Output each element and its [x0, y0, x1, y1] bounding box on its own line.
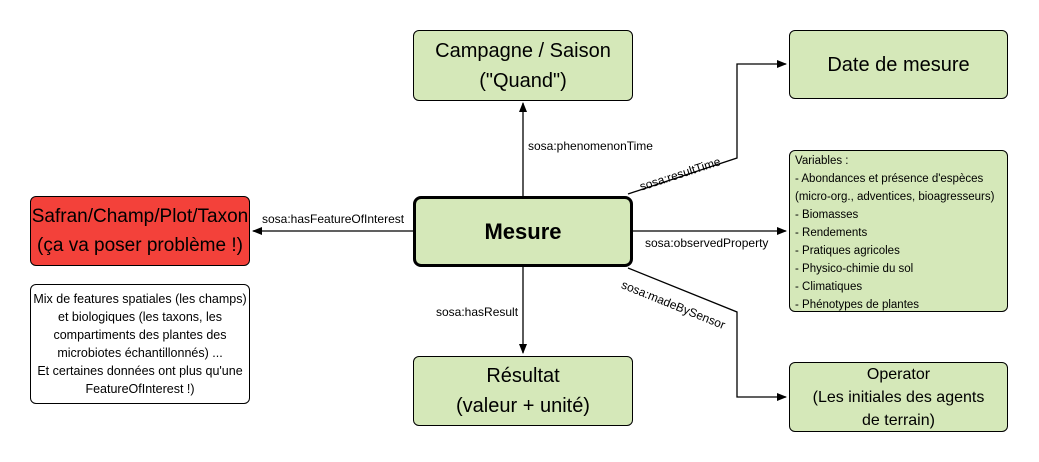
node-date-label: Date de mesure	[827, 53, 970, 76]
node-variables: Variables : - Abondances et présence d'e…	[789, 150, 1008, 312]
edge-result-time	[627, 60, 787, 195]
note-line: et biologiques (les taxons, les	[58, 310, 222, 324]
node-operator-line-1: Operator	[866, 365, 931, 383]
node-safran-line-2: (ça va poser problème !)	[37, 235, 243, 256]
note-line: FeatureOfInterest !)	[85, 382, 195, 396]
edge-label-phenomenon-time: sosa:phenomenonTime	[528, 139, 653, 153]
node-operator-line-2: (Les initiales des agents	[812, 388, 985, 406]
note-line: Mix de features spatiales (les champs)	[33, 292, 247, 306]
node-resultat-line-2: (valeur + unité)	[456, 395, 590, 417]
note-line: compartiments des plantes des	[53, 328, 227, 342]
variables-item: - Climatiques	[795, 281, 863, 293]
variables-item: - Physico-chimie du sol	[795, 263, 914, 275]
edge-made-by-sensor	[627, 267, 787, 401]
node-safran-champ-plot-taxon: Safran/Champ/Plot/Taxon (ça va poser pro…	[30, 196, 250, 266]
edge-label-has-feature-of-interest: sosa:hasFeatureOfInterest	[262, 212, 405, 226]
node-resultat-line-1: Résultat	[486, 365, 560, 387]
variables-item: - Phénotypes de plantes	[795, 299, 920, 311]
variables-item: - Biomasses	[795, 209, 859, 221]
node-resultat: Résultat (valeur + unité)	[413, 356, 633, 426]
node-campagne-saison: Campagne / Saison ("Quand")	[413, 30, 633, 101]
node-date-de-mesure: Date de mesure	[789, 30, 1008, 99]
note-line: microbiotes échantillonnés) ...	[57, 346, 223, 360]
variables-title: Variables :	[795, 155, 849, 167]
node-mesure-label: Mesure	[484, 218, 562, 244]
variables-item: - Pratiques agricoles	[795, 245, 900, 257]
node-mesure: Mesure	[413, 196, 633, 267]
variables-item: - Rendements	[795, 227, 868, 239]
node-operator-line-3: de terrain)	[862, 411, 935, 429]
edge-label-has-result: sosa:hasResult	[436, 305, 519, 319]
node-operator: Operator (Les initiales des agents de te…	[789, 362, 1008, 432]
node-safran-line-1: Safran/Champ/Plot/Taxon	[31, 206, 249, 227]
note-feature-of-interest: Mix de features spatiales (les champs) e…	[30, 284, 250, 404]
node-campagne-line-2: ("Quand")	[479, 69, 567, 92]
note-line: Et certaines données ont plus qu'une	[37, 364, 243, 378]
node-campagne-line-1: Campagne / Saison	[435, 39, 611, 62]
variables-item: (micro-org., adventices, bioagresseurs)	[795, 191, 995, 203]
edge-label-observed-property: sosa:observedProperty	[645, 236, 769, 250]
variables-item: - Abondances et présence d'espèces	[795, 173, 984, 185]
